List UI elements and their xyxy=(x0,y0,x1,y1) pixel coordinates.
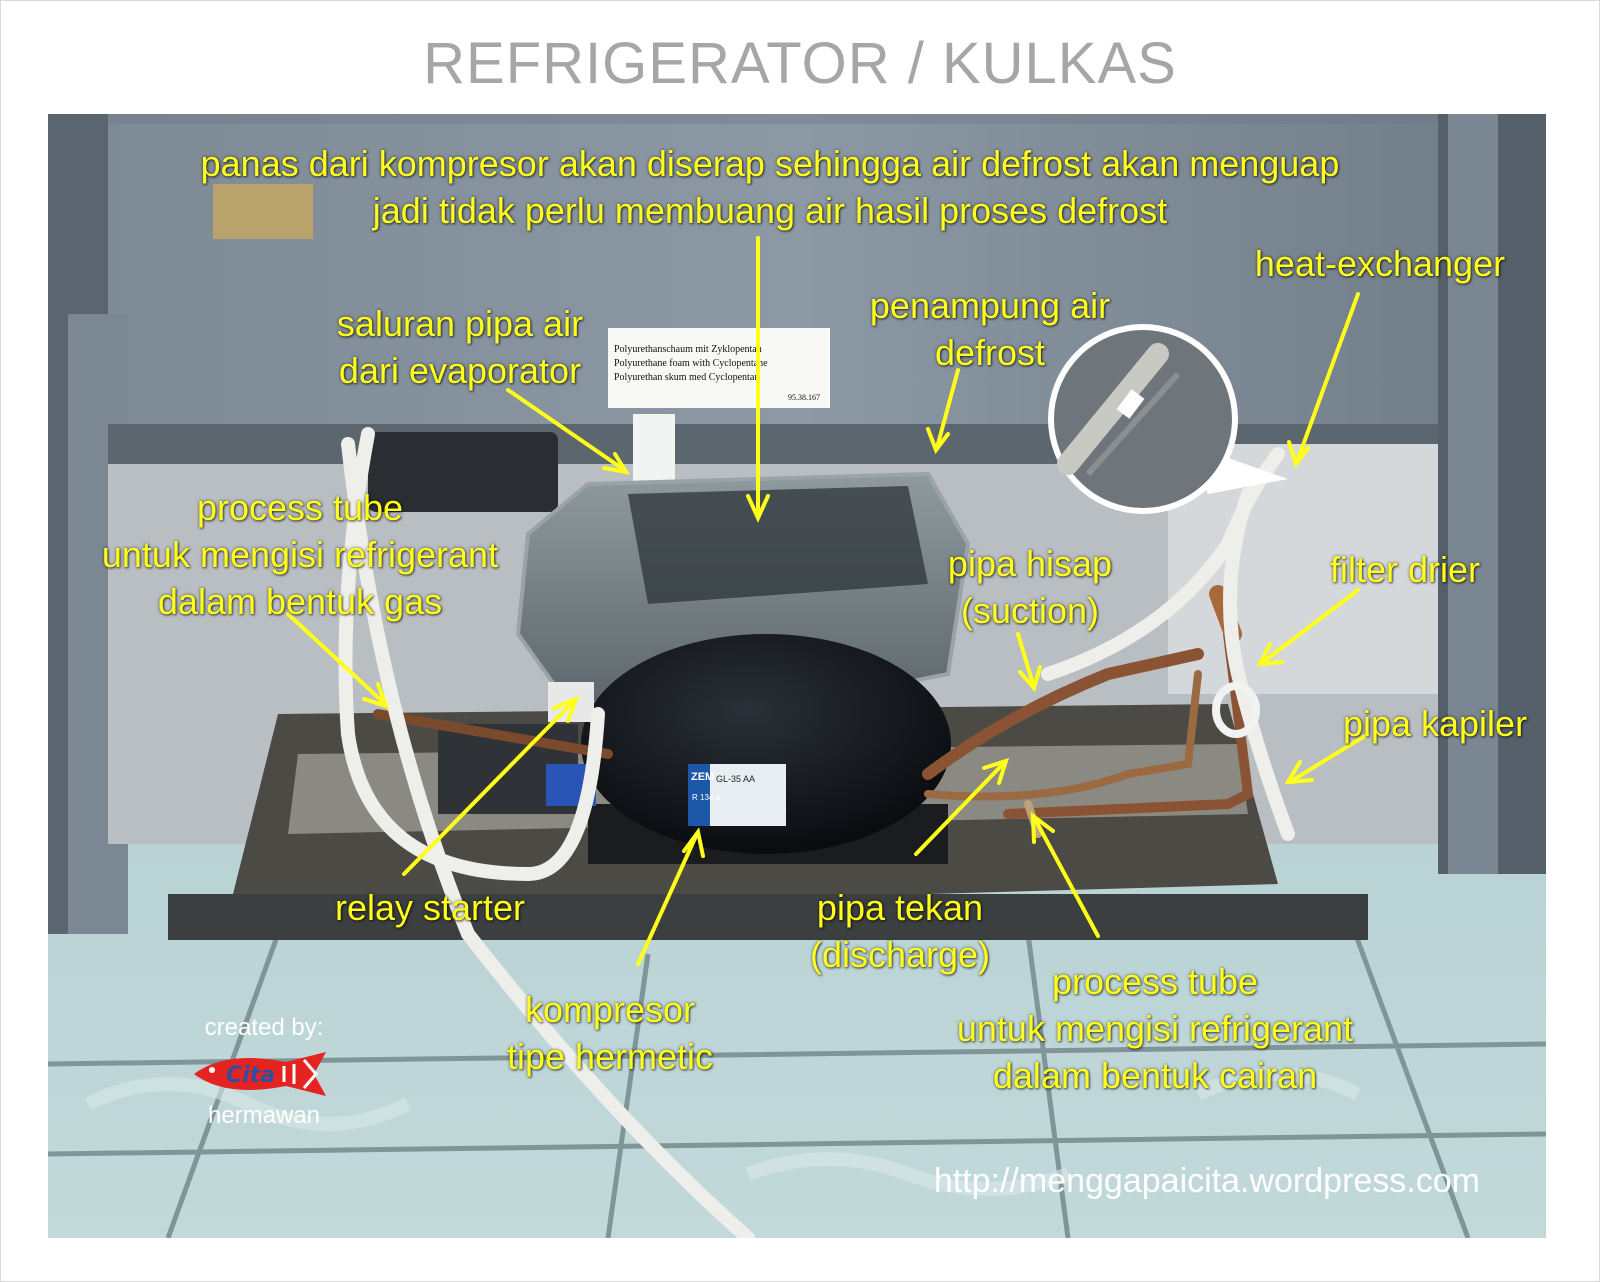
label-heat-exchanger: heat-exchanger xyxy=(1254,243,1506,284)
label-defrost-note: panas dari kompresor akan diserap sehing… xyxy=(200,143,1340,231)
label-capillary-pipe: pipa kapiler xyxy=(1342,703,1528,744)
fish-logo-icon: Cita xyxy=(194,1052,326,1096)
label-relay-starter: relay starter xyxy=(334,887,526,928)
label-discharge-pipe: pipa tekan(discharge) xyxy=(809,887,991,975)
credit-created-by: created by: xyxy=(204,1014,324,1041)
logo-text: Cita xyxy=(226,1063,275,1088)
source-url[interactable]: http://menggapaicita.wordpress.com xyxy=(933,1162,1480,1200)
sticker-line-2: Polyurethane foam with Cyclopentane xyxy=(614,358,768,369)
page-title: REFRIGERATOR / KULKAS xyxy=(423,31,1177,96)
sticker-line-4: 95.38.167 xyxy=(788,393,820,402)
compressor-model: GL-35 AA xyxy=(716,774,755,784)
power-cable xyxy=(338,427,1295,1238)
sticker-line-3: Polyurethan skum med Cyclopentan xyxy=(614,372,759,383)
label-filter-drier: filter drier xyxy=(1329,549,1481,590)
label-suction-pipe: pipa hisap(suction) xyxy=(947,543,1113,631)
compressor-refrigerant: R 134 a xyxy=(692,793,721,802)
credit-author: hermawan xyxy=(207,1102,321,1129)
pointer-arrows xyxy=(286,236,1370,966)
sticker-line-1: Polyurethanschaum mit Zyklopentan xyxy=(614,344,762,355)
magnifier-inset xyxy=(1048,324,1288,514)
refrigerator-photo: Polyurethanschaum mit Zyklopentan Polyur… xyxy=(48,114,1546,1238)
foam-sticker: Polyurethanschaum mit Zyklopentan Polyur… xyxy=(608,328,830,408)
hermetic-compressor: ZEM GL-35 AA R 134 a xyxy=(581,634,951,864)
compressor-brand: ZEM xyxy=(691,771,714,783)
capillary-coil xyxy=(1212,682,1260,738)
